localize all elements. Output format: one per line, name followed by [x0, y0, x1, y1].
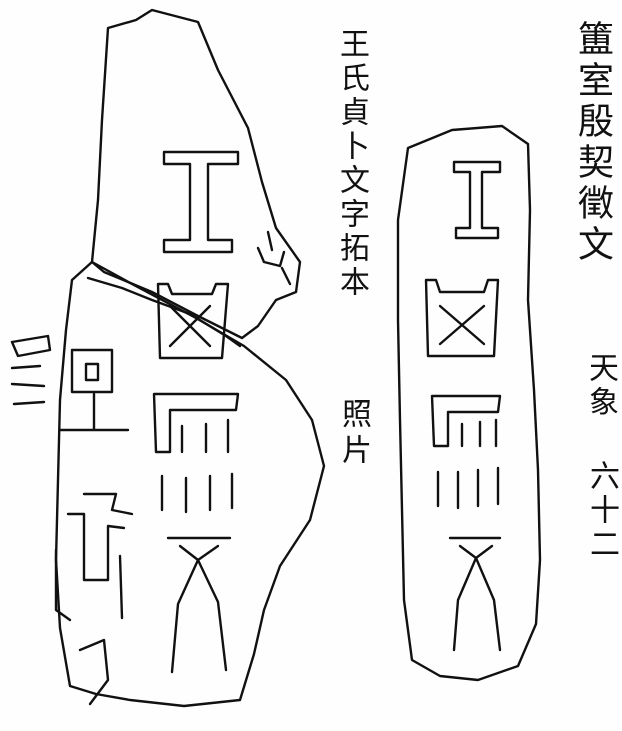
left-glyph-wen — [166, 536, 232, 674]
right-glyph-gong — [452, 160, 502, 240]
right-strip-outline — [396, 124, 542, 682]
left-side-marks — [10, 334, 134, 706]
right-glyph-wen — [448, 536, 502, 652]
section-label: 天象 — [583, 352, 618, 420]
left-fragment-lower-outline — [54, 260, 326, 708]
source-caption: 王氏貞卜文字拓本 — [334, 28, 369, 300]
left-glyph-dian — [156, 282, 230, 360]
left-fragment-crack — [86, 276, 242, 348]
right-glyph-dian — [424, 278, 500, 358]
left-glyph-small — [256, 230, 292, 286]
left-glyph-san — [152, 392, 240, 514]
plate-number: 六十二 — [584, 460, 619, 562]
left-glyph-gong — [162, 150, 240, 254]
photo-caption: 照片 — [336, 398, 371, 470]
page-title: 簠室殷契徵文 — [572, 20, 613, 266]
right-glyph-san — [430, 394, 502, 510]
